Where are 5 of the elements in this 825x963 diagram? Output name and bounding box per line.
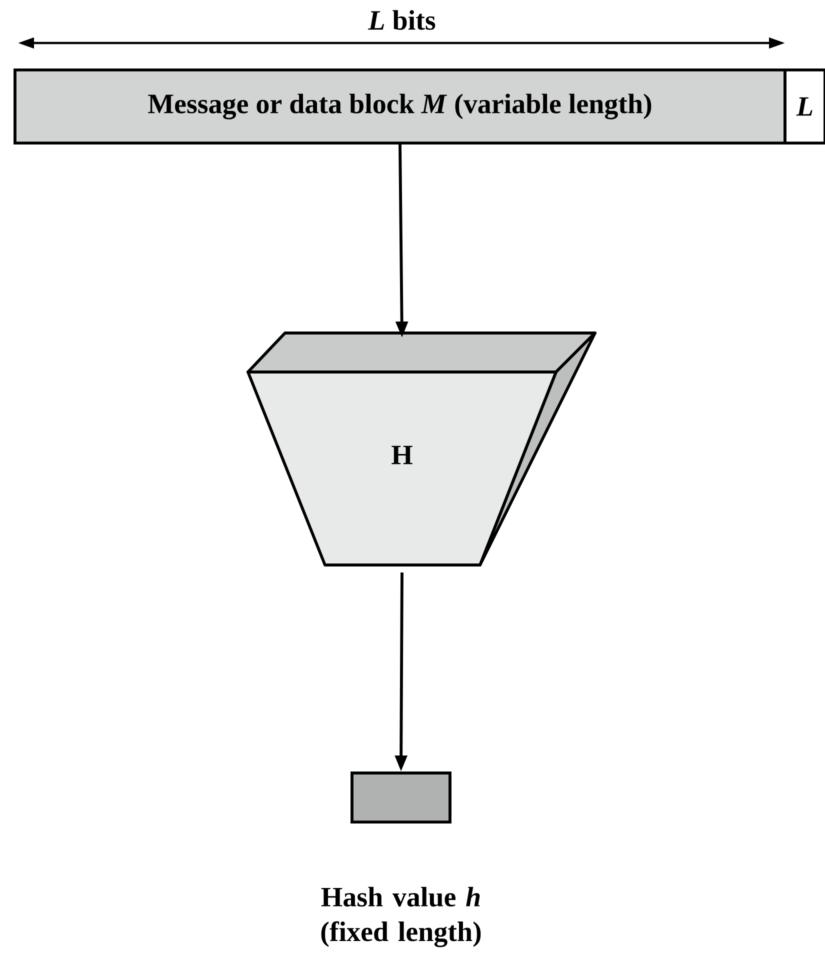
node-caption: Hash value h (fixed length) (321, 886, 481, 948)
dimension-label: L bits (368, 10, 436, 30)
length-field: L (784, 68, 825, 144)
hash-function-block: H (246, 332, 596, 566)
message-block: Message or data block M (variable length) (14, 68, 786, 144)
